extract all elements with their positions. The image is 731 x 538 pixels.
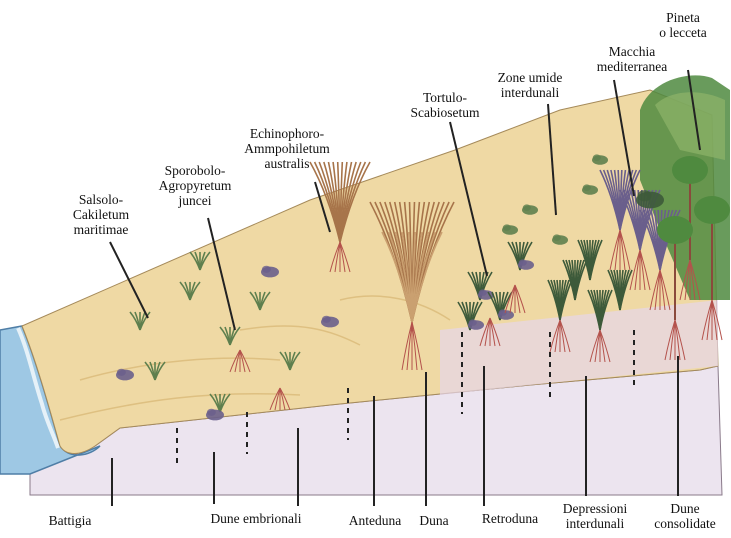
label-dune-consolidate: Dune consolidate bbox=[640, 501, 730, 531]
label-zone-umide-interdunali: Zone umide interdunali bbox=[480, 70, 580, 100]
label-tortulo-scabiosetum: Tortulo- Scabiosetum bbox=[400, 90, 490, 120]
label-salsolo-cakiletum: Salsolo- Cakiletum maritimae bbox=[56, 192, 146, 237]
label-macchia-mediterranea: Macchia mediterranea bbox=[582, 44, 682, 74]
label-duna: Duna bbox=[404, 513, 464, 528]
label-pineta-lecceta: Pineta o lecceta bbox=[648, 10, 718, 40]
label-depressioni-interdunali: Depressioni interdunali bbox=[550, 501, 640, 531]
label-sporobolo-agropyretum: Sporobolo- Agropyretum juncei bbox=[145, 163, 245, 208]
label-dune-embrionali: Dune embrionali bbox=[196, 511, 316, 526]
label-echinophoro-ammophiletum: Echinophoro- Ammpohiletum australis bbox=[232, 126, 342, 171]
label-battigia: Battigia bbox=[20, 513, 120, 528]
label-retroduna: Retroduna bbox=[465, 511, 555, 526]
